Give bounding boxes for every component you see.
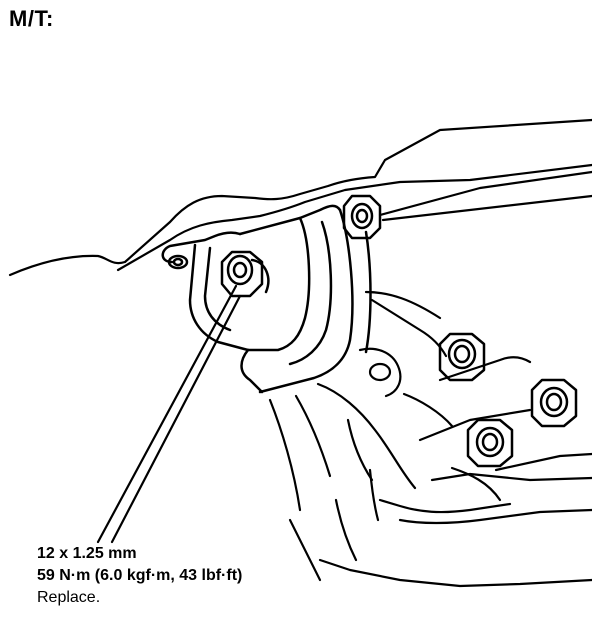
callout-leader: [96, 284, 242, 544]
torque-callout: 12 x 1.25 mm 59 N·m (6.0 kgf·m, 43 lbf·f…: [37, 543, 242, 609]
case-bolt-upper: [438, 332, 486, 382]
bolt-size-label: 12 x 1.25 mm: [37, 545, 137, 562]
case-bolt-right: [530, 378, 578, 428]
case-bolt-lower: [466, 418, 514, 468]
replace-note: Replace.: [37, 589, 101, 606]
upper-bracket-bolt: [342, 194, 382, 240]
transmission-case: [268, 290, 592, 588]
frame-rail-outline: [8, 118, 592, 277]
bracket-bolt: [220, 250, 270, 298]
mount-bracket: [161, 204, 372, 394]
transmission-type-heading: M/T:: [9, 6, 54, 31]
torque-spec-label: 59 N·m (6.0 kgf·m, 43 lbf·ft): [37, 567, 243, 584]
